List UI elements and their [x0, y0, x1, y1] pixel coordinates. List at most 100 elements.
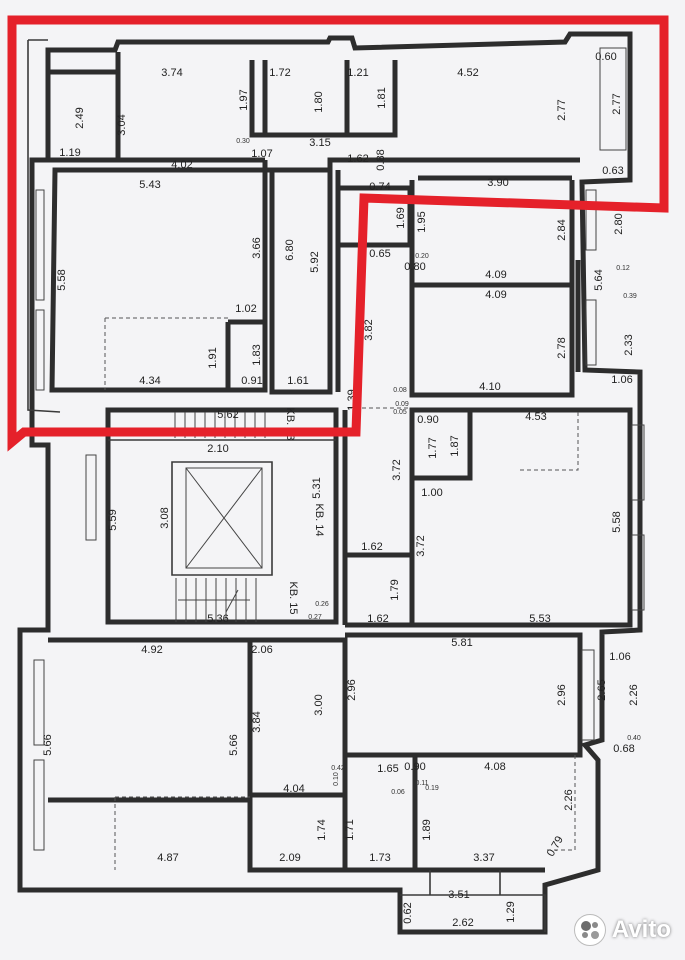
- dimension-label: 1.29: [505, 901, 517, 922]
- dimension-label: 5.59: [107, 509, 119, 530]
- dimension-label: 2.96: [556, 684, 568, 705]
- dimension-label: 3.82: [363, 319, 375, 340]
- dimension-label: 3.74: [161, 67, 182, 79]
- dimension-label: 1.00: [421, 487, 442, 499]
- elevator-cross: [185, 467, 263, 569]
- dimension-label: 0.60: [595, 51, 616, 63]
- dimension-label: 3.08: [159, 507, 171, 528]
- dimension-label: 3.15: [309, 137, 330, 149]
- dimension-label: 2.49: [74, 107, 86, 128]
- dimension-label: 2.80: [613, 213, 625, 234]
- dimension-label: 1.21: [347, 67, 368, 79]
- dimension-label: 1.62: [347, 153, 368, 165]
- dimension-label: 0.88: [375, 149, 387, 170]
- dimension-label: 2.77: [556, 99, 568, 120]
- dimension-label: 1.83: [251, 344, 263, 365]
- dimension-label: 1.02: [235, 303, 256, 315]
- dimension-label: 1.07: [251, 148, 272, 160]
- dimension-label: 5.58: [611, 511, 623, 532]
- dimension-label: 1.91: [207, 347, 219, 368]
- dimension-label: 1.62: [367, 613, 388, 625]
- dimension-label: 1.62: [361, 541, 382, 553]
- dimension-label: 4.34: [139, 375, 160, 387]
- dimension-label: 2.26: [628, 684, 640, 705]
- dimension-label: 0.80: [404, 261, 425, 273]
- dimension-label: 0.06: [391, 789, 405, 796]
- dimension-label: 0.20: [415, 253, 429, 260]
- dimension-label: 1.06: [609, 651, 630, 663]
- dimension-label: 0.42: [331, 765, 345, 772]
- dimension-label: 0.90: [417, 414, 438, 426]
- dimension-label: 1.87: [449, 435, 461, 456]
- dimension-label: 5.81: [451, 637, 472, 649]
- dimension-label: 3.00: [313, 694, 325, 715]
- dimension-label: 3.66: [251, 237, 263, 258]
- interior-walls: [48, 52, 633, 932]
- dimension-label: 4.09: [485, 289, 506, 301]
- dimension-label: 2.65: [596, 679, 608, 700]
- dimension-label: 4.09: [485, 269, 506, 281]
- dimension-label: 3.51: [448, 889, 469, 901]
- dimension-label: 3.37: [473, 852, 494, 864]
- dimension-label: 2.96: [346, 679, 358, 700]
- dimension-label: 1.06: [611, 374, 632, 386]
- dimension-label: 4.92: [141, 644, 162, 656]
- dimension-label: 1.74: [316, 819, 328, 840]
- dimension-label: 0.65: [369, 248, 390, 260]
- dimension-label: 0.63: [602, 165, 623, 177]
- dimension-label: 2.09: [279, 852, 300, 864]
- apartment-label: KB. 15: [287, 581, 299, 614]
- window-marks: [33, 47, 645, 851]
- dimension-label: 4.87: [157, 852, 178, 864]
- dimension-label: 3.72: [391, 459, 403, 480]
- dimension-label: 5.64: [593, 269, 605, 290]
- dimension-label: 1.77: [427, 437, 439, 458]
- dimension-label: 1.72: [269, 67, 290, 79]
- dimension-label: 5.31: [311, 477, 323, 498]
- dimension-label: 2.26: [563, 789, 575, 810]
- dimension-label: 0.09: [395, 401, 409, 408]
- dimension-label: 1.79: [389, 579, 401, 600]
- dimension-label: 2.06: [251, 644, 272, 656]
- dimension-label: 0.40: [627, 735, 641, 742]
- dimension-label: 5.92: [309, 251, 321, 272]
- dimension-label: 5.62: [217, 409, 238, 421]
- dimension-label: 6.80: [284, 239, 296, 260]
- apartment-label: KB. 14: [313, 503, 325, 536]
- dimension-label: 0.27: [308, 614, 322, 621]
- avito-logo-icon: [573, 914, 606, 946]
- dimension-label: 2.78: [556, 337, 568, 358]
- dimension-label: 2.62: [452, 917, 473, 929]
- dimension-label: 1.95: [416, 211, 428, 232]
- dimension-label: 3.90: [487, 177, 508, 189]
- dimension-label: 1.65: [377, 763, 398, 775]
- dimension-label: 3.72: [415, 535, 427, 556]
- dimension-label: 1.80: [313, 91, 325, 112]
- dimension-label: 0.05: [393, 409, 407, 416]
- dimension-label: 0.68: [613, 743, 634, 755]
- dimension-label: 1.19: [59, 147, 80, 159]
- dimension-label: 0.30: [236, 138, 250, 145]
- dimension-label: 0.62: [402, 902, 414, 923]
- dimension-label: 2.77: [611, 93, 623, 114]
- dimension-label: 0.79: [545, 834, 566, 859]
- dimension-label: 1.97: [238, 89, 250, 110]
- dimension-label: 4.04: [283, 783, 304, 795]
- dimension-label: 3.84: [251, 711, 263, 732]
- dimension-label: 1.81: [376, 87, 388, 108]
- dimension-label: 5.43: [139, 179, 160, 191]
- dimension-label: 0.19: [425, 785, 439, 792]
- dimension-label: 0.74: [369, 181, 390, 193]
- dimension-label: 0.11: [415, 780, 428, 787]
- avito-watermark: Avito: [573, 914, 671, 946]
- dimension-label: 0.91: [241, 375, 262, 387]
- dimension-label: 4.08: [484, 761, 505, 773]
- dimension-label: 5.58: [56, 269, 68, 290]
- dimension-label: 2.10: [207, 443, 228, 455]
- highlight-outline: [7, 15, 669, 452]
- dimension-label: 5.66: [42, 734, 54, 755]
- dimension-label: 1.61: [287, 375, 308, 387]
